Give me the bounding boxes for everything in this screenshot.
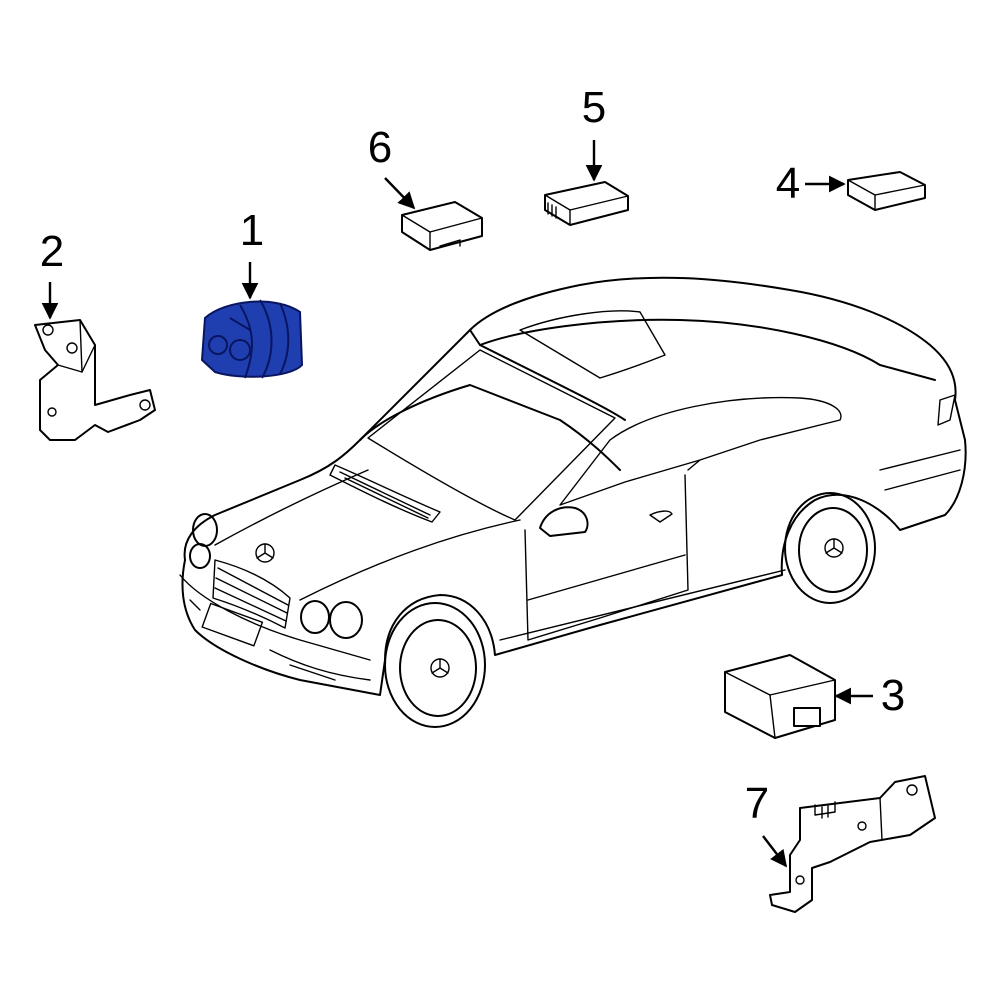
part-7-bracket[interactable] bbox=[769, 775, 936, 913]
callout-arrow-6 bbox=[384, 177, 416, 210]
callout-arrow-7 bbox=[762, 835, 788, 868]
callout-7: 7 bbox=[745, 779, 788, 868]
callout-label-3: 3 bbox=[881, 671, 905, 720]
callout-3: 3 bbox=[834, 671, 905, 720]
part-6-module[interactable] bbox=[401, 201, 483, 251]
vehicle-illustration bbox=[179, 276, 967, 728]
callout-2: 2 bbox=[40, 227, 64, 320]
part-2-bracket[interactable] bbox=[34, 319, 156, 441]
callout-label-7: 7 bbox=[745, 779, 769, 828]
part-3-module[interactable] bbox=[724, 654, 836, 739]
callout-label-6: 6 bbox=[368, 123, 392, 172]
callout-label-2: 2 bbox=[40, 227, 64, 276]
callout-label-4: 4 bbox=[776, 159, 800, 208]
callout-6: 6 bbox=[368, 123, 416, 210]
part-5-module[interactable] bbox=[544, 181, 629, 226]
callout-label-1: 1 bbox=[240, 206, 264, 255]
callout-5: 5 bbox=[582, 83, 606, 182]
part-4-module[interactable] bbox=[847, 171, 926, 211]
callout-4: 4 bbox=[776, 159, 846, 208]
part-1-highlighted[interactable] bbox=[201, 299, 303, 379]
callout-1: 1 bbox=[240, 206, 264, 300]
callout-label-5: 5 bbox=[582, 83, 606, 132]
